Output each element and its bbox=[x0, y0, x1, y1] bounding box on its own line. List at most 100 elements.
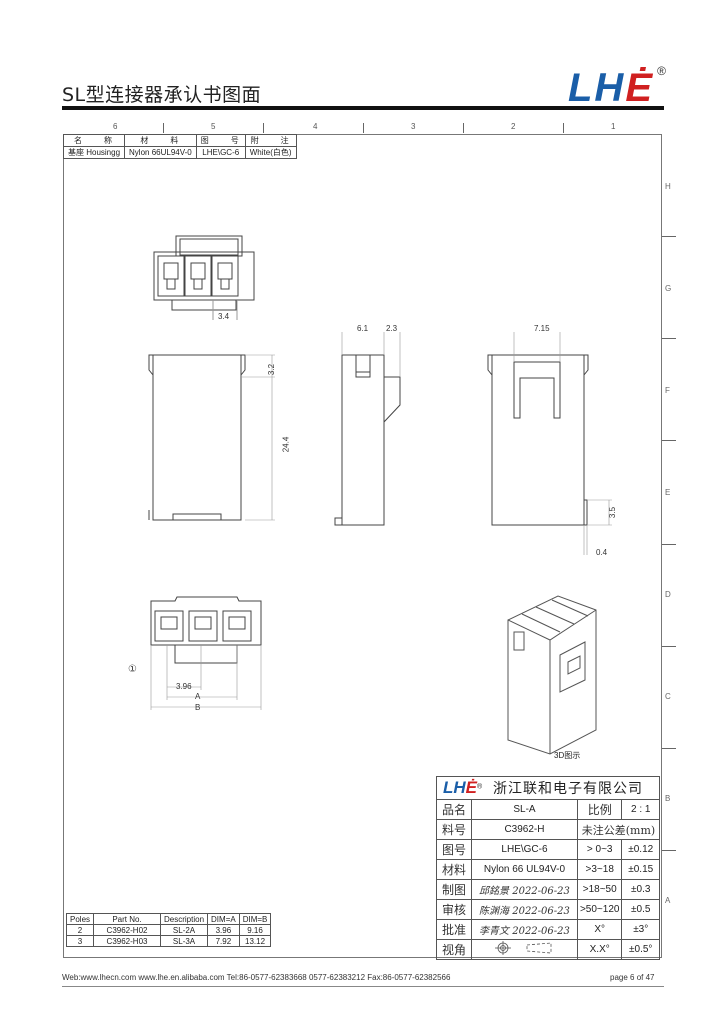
footer-rule bbox=[62, 986, 664, 987]
value-drawn-signature: 邱銘景 2022-06-23 bbox=[471, 879, 578, 900]
table-row: 2 C3962-H02 SL-2A 3.96 9.16 bbox=[65, 924, 272, 936]
registered-mark: ® bbox=[657, 64, 669, 78]
cell-name: 基座 Housingg bbox=[62, 146, 126, 159]
dim-a-label: A bbox=[195, 692, 201, 701]
tolerance-range: > 0~3 bbox=[576, 839, 623, 860]
column-label: 6 bbox=[113, 122, 118, 131]
tolerance-value: ±3° bbox=[621, 919, 660, 940]
column-label: 3 bbox=[411, 122, 416, 131]
cell-remark: White(白色) bbox=[244, 146, 297, 159]
title-block: LHĖ® 浙江联和电子有限公司 品名 SL-A 比例 2 : 1 料号 C396… bbox=[436, 776, 661, 960]
label-material: 材料 bbox=[436, 859, 472, 880]
row-label: G bbox=[665, 284, 672, 293]
row-label: D bbox=[665, 590, 671, 599]
tolerance-value: ±0.15 bbox=[621, 859, 660, 880]
front-view-drawing bbox=[148, 354, 275, 521]
value-checked-signature: 陈渊海 2022-06-23 bbox=[471, 899, 578, 920]
side-view-drawing bbox=[334, 332, 401, 526]
column-label: 5 bbox=[211, 122, 216, 131]
variants-table: Poles Part No. Description DIM=A DIM=B 2… bbox=[65, 913, 272, 947]
row-label: C bbox=[665, 692, 671, 701]
row-label: B bbox=[665, 794, 671, 803]
row-label: E bbox=[665, 488, 671, 497]
back-view-drawing bbox=[487, 332, 612, 555]
dim-side-depth: 6.1 bbox=[357, 324, 369, 333]
value-approved-signature: 李青文 2022-06-23 bbox=[471, 919, 578, 940]
callout-marker: ① bbox=[128, 664, 137, 675]
label-tolerance: 未注公差(mm) bbox=[576, 819, 661, 840]
tolerance-range: X.X° bbox=[576, 939, 623, 960]
cell-material: Nylon 66UL94V-0 bbox=[124, 146, 197, 159]
column-label: 2 bbox=[511, 122, 516, 131]
cell-part-no: C3962-H03 bbox=[93, 935, 162, 947]
lhe-logo: LHĖ ® bbox=[568, 64, 669, 110]
parts-table: 名 称 材 料 图 号 附 注 基座 Housingg Nylon 66UL94… bbox=[62, 134, 297, 159]
drawing-frame bbox=[63, 134, 662, 958]
row-label: H bbox=[665, 182, 671, 191]
cell-dim-b: 9.16 bbox=[238, 924, 272, 936]
value-partno: C3962-H bbox=[471, 819, 578, 840]
tolerance-range: >50~120 bbox=[576, 899, 623, 920]
dim-back-step-w: 0.4 bbox=[596, 548, 608, 557]
value-drawing: LHE\GC-6 bbox=[471, 839, 578, 860]
right-row-ruler: H G F E D C B A bbox=[662, 134, 678, 958]
column-label: 1 bbox=[611, 122, 616, 131]
header-description: Description bbox=[160, 913, 209, 925]
header-poles: Poles bbox=[65, 913, 95, 925]
label-scale: 比例 bbox=[576, 799, 623, 820]
dim-total-height: 24.4 bbox=[281, 436, 291, 453]
isometric-3d-view bbox=[507, 595, 597, 755]
header-part-no: Part No. bbox=[93, 913, 162, 925]
label-approved: 批准 bbox=[436, 919, 472, 940]
label-partno: 料号 bbox=[436, 819, 472, 840]
value-product: SL-A bbox=[471, 799, 578, 820]
cell-poles: 2 bbox=[65, 924, 95, 936]
dim-latch-height: 3.2 bbox=[267, 363, 277, 376]
top-column-ruler: 6 5 4 3 2 1 bbox=[63, 121, 662, 134]
cell-description: SL-3A bbox=[160, 935, 209, 947]
cell-poles: 3 bbox=[65, 935, 95, 947]
header-drawing-no: 图 号 bbox=[195, 134, 246, 147]
table-row: 3 C3962-H03 SL-3A 7.92 13.12 bbox=[65, 935, 272, 947]
header-dim-b: DIM=B bbox=[238, 913, 272, 925]
row-label: A bbox=[665, 896, 671, 905]
cell-part-no: C3962-H02 bbox=[93, 924, 162, 936]
cell-dim-a: 3.96 bbox=[207, 924, 240, 936]
company-name: 浙江联和电子有限公司 bbox=[492, 781, 643, 797]
dim-back-window: 7.15 bbox=[534, 324, 550, 333]
dim-b-label: B bbox=[195, 703, 201, 712]
header-name: 名 称 bbox=[62, 134, 126, 147]
projection-symbol-icon bbox=[471, 939, 578, 960]
dim-back-step-h: 3.5 bbox=[608, 506, 618, 519]
tolerance-value: ±0.3 bbox=[621, 879, 660, 900]
dim-bottom-pitch: 3.96 bbox=[176, 682, 192, 691]
cell-dim-b: 13.12 bbox=[238, 935, 272, 947]
footer-contact: Web:www.lhecn.com www.lhe.en.alibaba.com… bbox=[62, 973, 451, 982]
row-label: F bbox=[665, 386, 670, 395]
header-dim-a: DIM=A bbox=[207, 913, 240, 925]
value-scale: 2 : 1 bbox=[621, 799, 660, 820]
label-product: 品名 bbox=[436, 799, 472, 820]
header-remark: 附 注 bbox=[244, 134, 297, 147]
dim-front-pitch: 3.4 bbox=[218, 312, 230, 321]
tolerance-value: ±0.5° bbox=[621, 939, 660, 960]
label-view: 视角 bbox=[436, 939, 472, 960]
label-drawn: 制图 bbox=[436, 879, 472, 900]
top-view-drawing bbox=[153, 235, 255, 320]
bottom-view-drawing bbox=[150, 596, 262, 710]
column-label: 4 bbox=[313, 122, 318, 131]
cell-dim-a: 7.92 bbox=[207, 935, 240, 947]
tolerance-range: >3~18 bbox=[576, 859, 623, 880]
page-number: page 6 of 47 bbox=[610, 973, 655, 982]
header-rule bbox=[62, 106, 664, 110]
value-material: Nylon 66 UL94V-0 bbox=[471, 859, 578, 880]
title-block-logo: LHĖ bbox=[443, 778, 478, 797]
tolerance-range: >18~50 bbox=[576, 879, 623, 900]
header-material: 材 料 bbox=[124, 134, 197, 147]
document-title: SL型连接器承认书图面 bbox=[62, 84, 262, 106]
dim-side-latch: 2.3 bbox=[386, 324, 398, 333]
label-drawing: 图号 bbox=[436, 839, 472, 860]
tolerance-value: ±0.12 bbox=[621, 839, 660, 860]
label-checked: 审核 bbox=[436, 899, 472, 920]
cell-drawing-no: LHE\GC-6 bbox=[195, 146, 246, 159]
